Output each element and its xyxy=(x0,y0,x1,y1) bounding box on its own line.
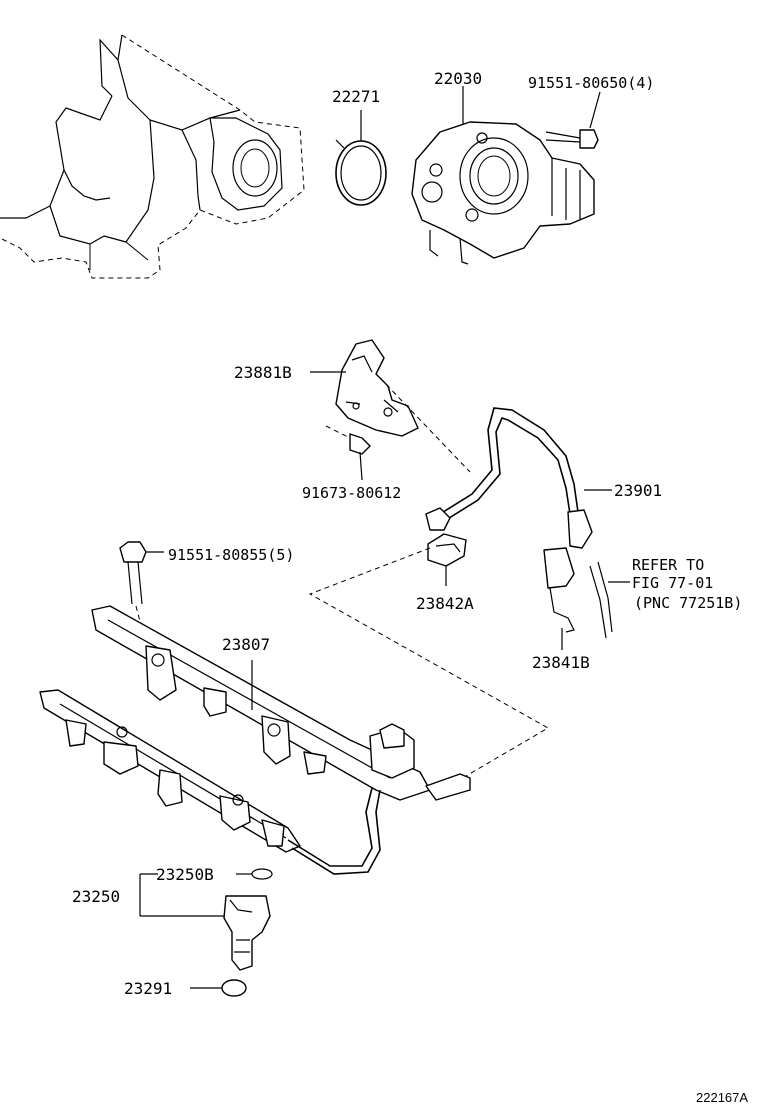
label-23250B: 23250B xyxy=(156,865,214,884)
bracket-23881B xyxy=(310,339,471,473)
fuel-delivery-pipe-23807 xyxy=(39,605,471,875)
gasket-22271 xyxy=(335,110,387,206)
label-refer-fig: FIG 77-01 xyxy=(632,574,713,592)
throttle-body-22030 xyxy=(411,86,595,265)
bolt-91551-80855 xyxy=(119,541,164,661)
part-labels: 22271 22030 91551-80650(4) 23881B 91673-… xyxy=(72,69,748,1105)
fuel-injector-23250 xyxy=(139,868,273,997)
label-23291: 23291 xyxy=(124,979,172,998)
fuel-hose-23901 xyxy=(425,407,612,549)
clip-23841B xyxy=(543,547,630,650)
label-23250: 23250 xyxy=(72,887,120,906)
label-22271: 22271 xyxy=(332,87,380,106)
label-91551-80650: 91551-80650(4) xyxy=(528,74,654,92)
label-23807: 23807 xyxy=(222,635,270,654)
label-23901: 23901 xyxy=(614,481,662,500)
label-22030: 22030 xyxy=(434,69,482,88)
label-23881B: 23881B xyxy=(234,363,292,382)
label-91551-80855: 91551-80855(5) xyxy=(168,546,294,564)
bolt-91551-80650 xyxy=(545,91,601,149)
label-refer-to: REFER TO xyxy=(632,556,704,574)
intake-manifold-illustration xyxy=(0,34,305,279)
label-refer-pnc: (PNC 77251B) xyxy=(634,594,742,612)
label-91673-80612: 91673-80612 xyxy=(302,484,401,502)
label-23841B: 23841B xyxy=(532,653,590,672)
figure-id: 222167A xyxy=(696,1090,748,1105)
label-23842A: 23842A xyxy=(416,594,474,613)
clip-23842A xyxy=(427,533,467,586)
screw-91673-80612 xyxy=(325,425,371,481)
